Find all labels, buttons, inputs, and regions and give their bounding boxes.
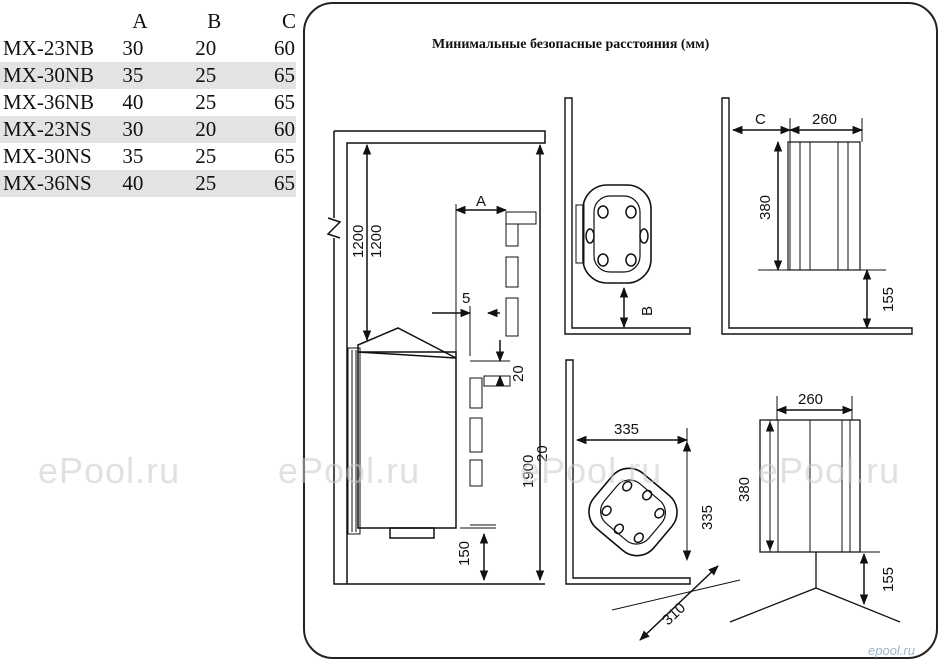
value-c-cell: 60 [273, 36, 295, 60]
label-b: B [639, 306, 656, 316]
wall-break-mark [326, 217, 342, 239]
heater-control-box [389, 527, 435, 539]
label-5: 5 [462, 290, 470, 307]
diagram-title: Минимальные безопасные расстояния (мм) [432, 37, 710, 52]
front-view-top [721, 97, 913, 335]
table-row: MX-36NS 40 25 65 [0, 170, 296, 197]
front-view-bottom [729, 396, 901, 623]
value-a-cell: 35 [122, 144, 144, 168]
label-260-top: 260 [812, 111, 837, 128]
table-row: MX-30NB 35 25 65 [0, 62, 296, 89]
model-cell: MX-36NB [3, 90, 95, 114]
value-a-cell: 35 [116, 62, 192, 89]
heater-body-side [357, 351, 457, 529]
model-cell: MX-23NS [0, 116, 117, 143]
value-c-cell: 60 [265, 116, 296, 143]
table-header-row: A B C [0, 8, 296, 35]
value-b-cell: 20 [195, 36, 217, 60]
model-cell: MX-30NS [3, 144, 92, 168]
label-1200-a: 1200 [350, 225, 367, 258]
table-row: MX-30NS 35 25 65 [0, 143, 296, 170]
side-view [326, 130, 546, 585]
plan-corner-top [564, 97, 691, 335]
label-150: 150 [456, 541, 473, 566]
label-335-depth: 335 [699, 505, 716, 530]
value-a-cell: 40 [116, 170, 192, 197]
label-155-bottom: 155 [880, 567, 897, 592]
label-1900: 1900 [520, 455, 537, 488]
heater-front-panel [347, 347, 361, 535]
label-260-bottom: 260 [798, 391, 823, 408]
label-155-top: 155 [880, 287, 897, 312]
label-380-bottom: 380 [736, 477, 753, 502]
label-20-b: 20 [534, 445, 551, 462]
plan-corner-diagonal [565, 359, 741, 641]
header-b: B [207, 9, 222, 33]
side-wall-outline [333, 130, 546, 585]
value-a-cell: 40 [122, 90, 144, 114]
label-335-width: 335 [614, 421, 639, 438]
model-cell: MX-30NB [0, 62, 117, 89]
dim-line-310 [639, 565, 719, 641]
label-310: 310 [659, 599, 689, 629]
label-a: A [476, 193, 486, 210]
table-row: MX-23NB 30 20 60 [0, 35, 296, 62]
label-380-top: 380 [757, 195, 774, 220]
value-c-cell: 65 [273, 90, 295, 114]
diagram-panel [303, 2, 938, 659]
value-b-cell: 25 [191, 62, 266, 89]
value-b-cell: 25 [191, 170, 266, 197]
value-a-cell: 30 [116, 116, 192, 143]
value-a-cell: 30 [122, 36, 144, 60]
header-c: C [281, 9, 296, 33]
site-logo[interactable]: epool.ru [868, 643, 915, 658]
label-1200-b: 1200 [368, 225, 385, 258]
model-cell: MX-23NB [3, 36, 95, 60]
label-c: C [755, 111, 766, 128]
value-b-cell: 25 [195, 144, 217, 168]
value-b-cell: 25 [195, 90, 217, 114]
value-b-cell: 20 [191, 116, 266, 143]
heater-top-stones [357, 327, 457, 359]
table-row: MX-36NB 40 25 65 [0, 89, 296, 116]
value-c-cell: 65 [273, 144, 295, 168]
label-20: 20 [510, 365, 527, 382]
model-cell: MX-36NS [0, 170, 117, 197]
table-row: MX-23NS 30 20 60 [0, 116, 296, 143]
header-a: A [132, 9, 148, 33]
distance-table: A B C MX-23NB 30 20 60 MX-30NB 35 25 65 … [0, 8, 296, 197]
value-c-cell: 65 [265, 170, 296, 197]
value-c-cell: 65 [265, 62, 296, 89]
